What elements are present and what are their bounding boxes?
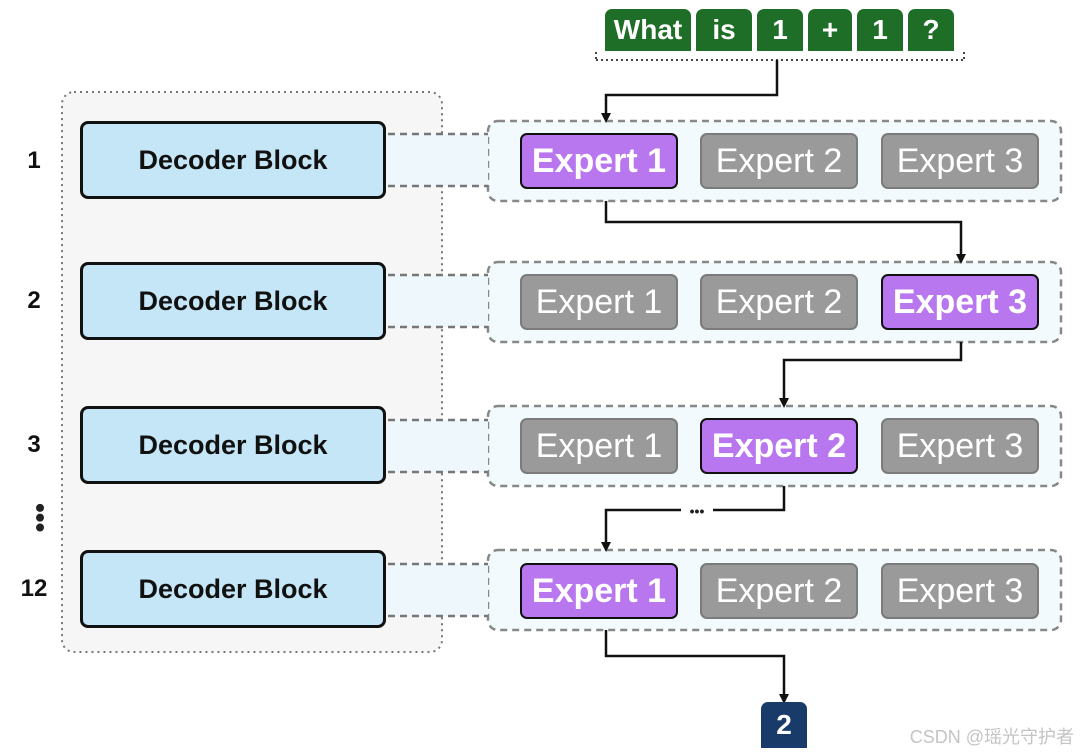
layer-2-expert-2: Expert 2 [700,274,858,330]
token-2: 1 [757,9,803,51]
decoder-stack-container [61,91,443,653]
layer-2-expert-1: Expert 1 [520,274,678,330]
arrow-layer-3-to-12a [713,486,786,512]
layer-number-3: 3 [27,431,41,458]
layer-1-expert-1-active: Expert 1 [520,133,678,189]
connector-wedges [388,134,488,616]
expert-row-containers [486,119,1063,632]
layer-1-expert-3: Expert 3 [881,133,1039,189]
layer-3-expert-1: Expert 1 [520,418,678,474]
token-1: is [696,9,752,51]
routing-arrows [601,60,966,704]
decoder-block-12: Decoder Block [80,550,386,628]
layer-2-expert-3-active: Expert 3 [881,274,1039,330]
token-3: + [808,9,852,51]
arrow-layer-1-to-2 [604,201,966,264]
layer-number-12: 12 [20,575,48,602]
arrow-layer-2-to-3 [779,342,963,408]
routing-ellipsis: ••• [690,503,705,519]
decoder-block-3: Decoder Block [80,406,386,484]
layer-3-expert-2-active: Expert 2 [700,418,858,474]
decoder-block-2: Decoder Block [80,262,386,340]
arrow-layer-12-to-output [604,630,789,704]
watermark: CSDN @瑶光守护者 [909,727,1074,747]
vertical-ellipsis: ••• [25,503,56,533]
dashed-connectors [388,132,488,618]
layer-3-expert-3: Expert 3 [881,418,1039,474]
layer-12-expert-2: Expert 2 [700,563,858,619]
token-0: What [605,9,691,51]
layer-12-expert-3: Expert 3 [881,563,1039,619]
decoder-block-1: Decoder Block [80,121,386,199]
layer-number-1: 1 [27,147,41,174]
layer-12-expert-1-active: Expert 1 [520,563,678,619]
layer-1-expert-2: Expert 2 [700,133,858,189]
arrow-input-to-layer-1 [601,60,779,123]
token-4: 1 [857,9,903,51]
token-5: ? [908,9,954,51]
layer-number-2: 2 [27,287,41,314]
output-token: 2 [761,702,807,748]
arrow-layer-3-to-12b [601,508,681,552]
